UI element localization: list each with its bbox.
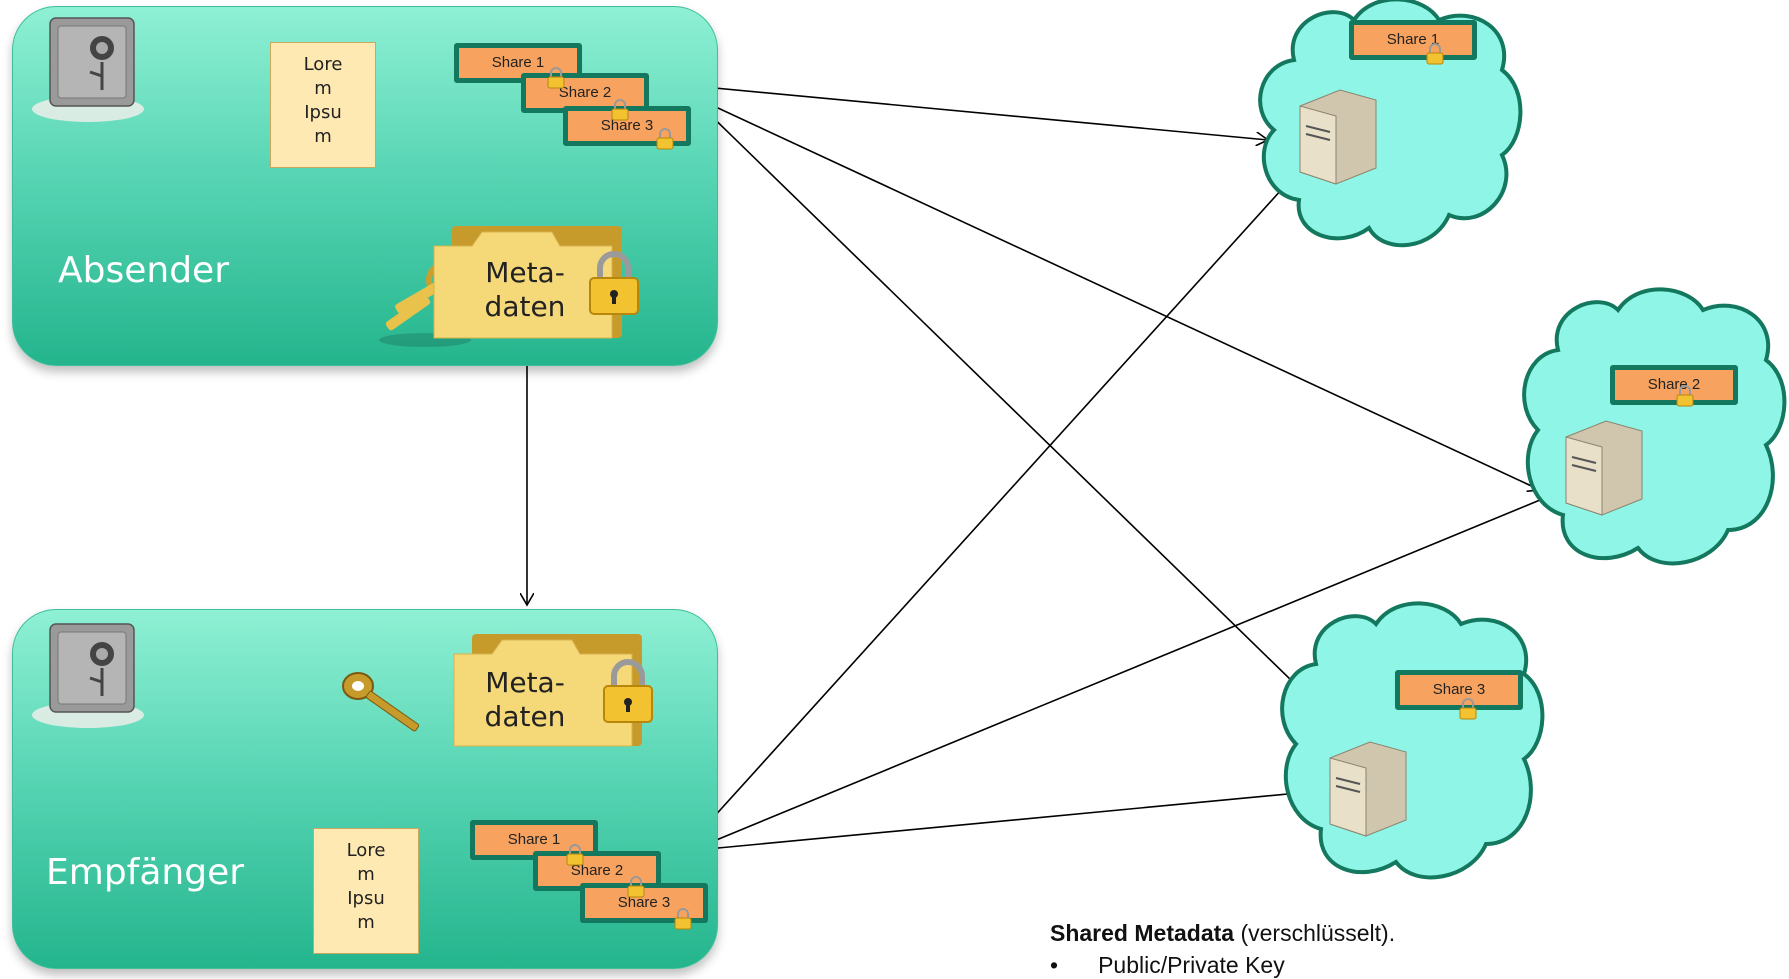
receiver-label: Empfänger <box>46 852 245 893</box>
cloud1-share: Share 1 <box>1349 20 1477 60</box>
folder-icon <box>433 226 622 339</box>
lock-icon <box>656 128 674 150</box>
server-icon <box>1329 741 1407 837</box>
arrow-cloud2-to-receiver <box>697 499 1541 848</box>
lock-icon <box>627 876 645 898</box>
sender-document: Lore m Ipsu m <box>270 42 376 168</box>
lock-icon <box>674 908 692 930</box>
lock-icon <box>547 67 565 89</box>
lock-icon <box>566 844 584 866</box>
lock-icon <box>1676 385 1694 407</box>
receiver-folder-label: Meta- daten <box>470 666 580 734</box>
lock-icon <box>611 99 629 121</box>
folder-icon <box>453 634 642 747</box>
folder-line: Meta- <box>485 256 565 289</box>
folder-line: daten <box>484 290 566 323</box>
cloud-icon <box>1522 287 1787 566</box>
safe-icon <box>32 623 144 728</box>
arrow-share2-to-cloud2 <box>689 94 1540 490</box>
receiver-document: Lore m Ipsu m <box>313 828 419 954</box>
sender-folder-label: Meta- daten <box>470 256 580 324</box>
lock-icon <box>589 251 639 315</box>
server-icon <box>1299 89 1377 185</box>
doc-line: m <box>314 78 332 99</box>
arrow-share3-to-cloud3 <box>694 99 1330 718</box>
doc-line: m <box>314 126 332 147</box>
folder-line: daten <box>484 700 566 733</box>
note-suffix: (verschlüsselt). <box>1234 920 1396 946</box>
arrow-cloud3-to-receiver <box>697 789 1331 850</box>
doc-line: m <box>357 912 375 933</box>
lock-icon <box>1426 43 1444 65</box>
doc-line: Lore <box>346 840 386 861</box>
folder-line: Meta- <box>485 666 565 699</box>
safe-icon <box>32 17 144 122</box>
arrow-cloud1-to-receiver <box>693 177 1293 840</box>
lock-icon <box>1459 698 1477 720</box>
sender-label: Absender <box>58 250 229 291</box>
server-icon <box>1565 420 1643 516</box>
doc-line: Ipsu <box>347 888 385 909</box>
key-icon <box>342 672 420 732</box>
bullet-text: Public/Private Key <box>1098 952 1285 978</box>
arrow-share1-to-cloud1 <box>682 84 1268 140</box>
metadata-note: Shared Metadata (verschlüsselt). <box>1050 920 1395 947</box>
doc-line: m <box>357 864 375 885</box>
cloud2-share: Share 2 <box>1610 365 1738 405</box>
bullet-dot: • <box>1050 952 1059 978</box>
note-bullet: • Public/Private Key <box>1050 952 1285 979</box>
cloud-icon <box>1258 0 1523 248</box>
note-title: Shared Metadata <box>1050 920 1235 946</box>
doc-line: Lore <box>303 54 343 75</box>
sender-share-1: Share 1 <box>454 43 582 83</box>
lock-icon <box>603 659 653 723</box>
receiver-share-1: Share 1 <box>470 820 598 860</box>
doc-line: Ipsu <box>304 102 342 123</box>
cloud3-share: Share 3 <box>1395 670 1523 710</box>
